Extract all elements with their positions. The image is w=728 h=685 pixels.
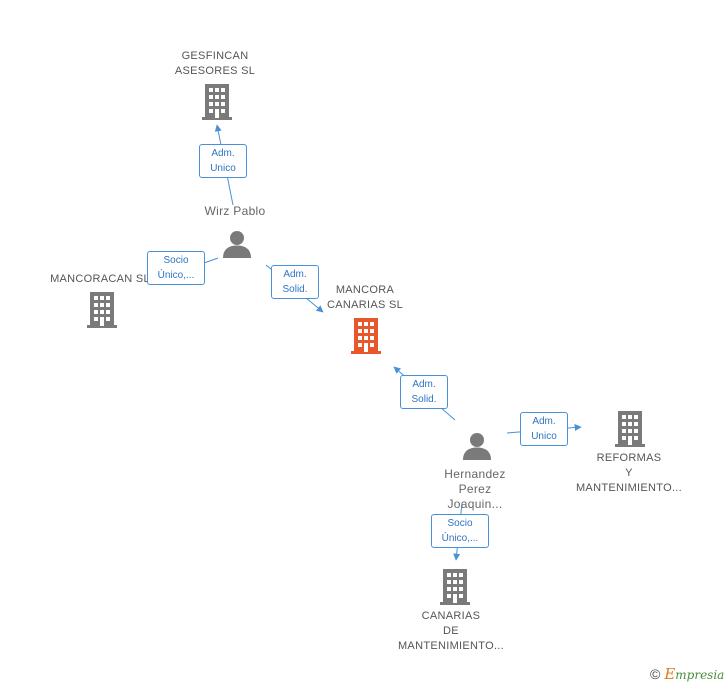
node-label-gesfincan[interactable]: GESFINCAN ASESORES SL — [165, 49, 265, 79]
edge-label-line: Adm. — [211, 148, 235, 159]
node-label-line: REFORMAS — [596, 452, 662, 464]
edge-label-line: Único,... — [157, 270, 195, 281]
edge-label-hernandez-canarias[interactable]: Socio Único,... — [431, 514, 489, 548]
node-label-wirz[interactable]: Wirz Pablo — [185, 204, 285, 219]
edge-label-wirz-mancora[interactable]: Adm. Solid. — [271, 265, 319, 299]
edge-label-line: Socio — [163, 255, 189, 266]
edge-label-wirz-gesfincan[interactable]: Adm. Unico — [199, 144, 247, 178]
building-icon[interactable] — [614, 411, 646, 447]
node-label-line: CANARIAS — [421, 610, 481, 622]
node-label-line: Joaquin... — [447, 497, 503, 511]
edge-label-wirz-mancoracan[interactable]: Socio Único,... — [147, 251, 205, 285]
edge-label-hernandez-mancora[interactable]: Adm. Solid. — [400, 375, 448, 409]
node-label-line: Y — [625, 467, 633, 479]
empresia-logo: ©Empresia — [650, 665, 724, 683]
brand-initial: E — [664, 665, 676, 683]
person-icon[interactable] — [222, 230, 252, 258]
edge-label-hernandez-reformas[interactable]: Adm. Unico — [520, 412, 568, 446]
brand-name: mpresia — [675, 668, 725, 682]
edge-label-line: Solid. — [411, 394, 437, 405]
node-label-hernandez[interactable]: Hernandez Perez Joaquin... — [425, 467, 525, 512]
node-label-canarias-mant[interactable]: CANARIAS DE MANTENIMIENTO... — [396, 609, 506, 654]
person-icon[interactable] — [462, 432, 492, 460]
edge-label-line: Adm. — [532, 416, 556, 427]
node-label-line: Wirz Pablo — [204, 204, 266, 218]
node-label-mancoracan[interactable]: MANCORACAN SL — [45, 272, 155, 287]
node-label-line: DE — [443, 625, 459, 637]
node-label-mancora[interactable]: MANCORA CANARIAS SL — [315, 283, 415, 313]
node-label-line: MANCORA — [335, 284, 395, 296]
edge-label-line: Adm. — [283, 269, 307, 280]
building-icon[interactable] — [439, 569, 471, 605]
edge-label-line: Solid. — [282, 284, 308, 295]
node-label-line: Hernandez — [444, 467, 506, 481]
building-icon-focus[interactable] — [350, 318, 382, 354]
node-label-line: MANTENIMIENTO... — [397, 640, 505, 652]
building-icon[interactable] — [201, 84, 233, 120]
edge-label-line: Único,... — [441, 533, 479, 544]
node-label-line: CANARIAS SL — [326, 299, 404, 311]
node-label-line: ASESORES SL — [174, 65, 256, 77]
copyright-symbol: © — [650, 666, 661, 682]
node-label-line: Perez — [458, 482, 492, 496]
node-label-line: GESFINCAN — [181, 50, 249, 62]
edge-label-line: Unico — [210, 163, 236, 174]
edge-label-line: Adm. — [412, 379, 436, 390]
node-label-line: MANCORACAN SL — [50, 273, 150, 285]
building-icon[interactable] — [86, 292, 118, 328]
node-label-line: MANTENIMIENTO... — [575, 482, 683, 494]
edge-label-line: Socio — [447, 518, 473, 529]
node-label-reformas[interactable]: REFORMAS Y MANTENIMIENTO... — [574, 451, 684, 496]
edge-label-line: Unico — [531, 431, 557, 442]
